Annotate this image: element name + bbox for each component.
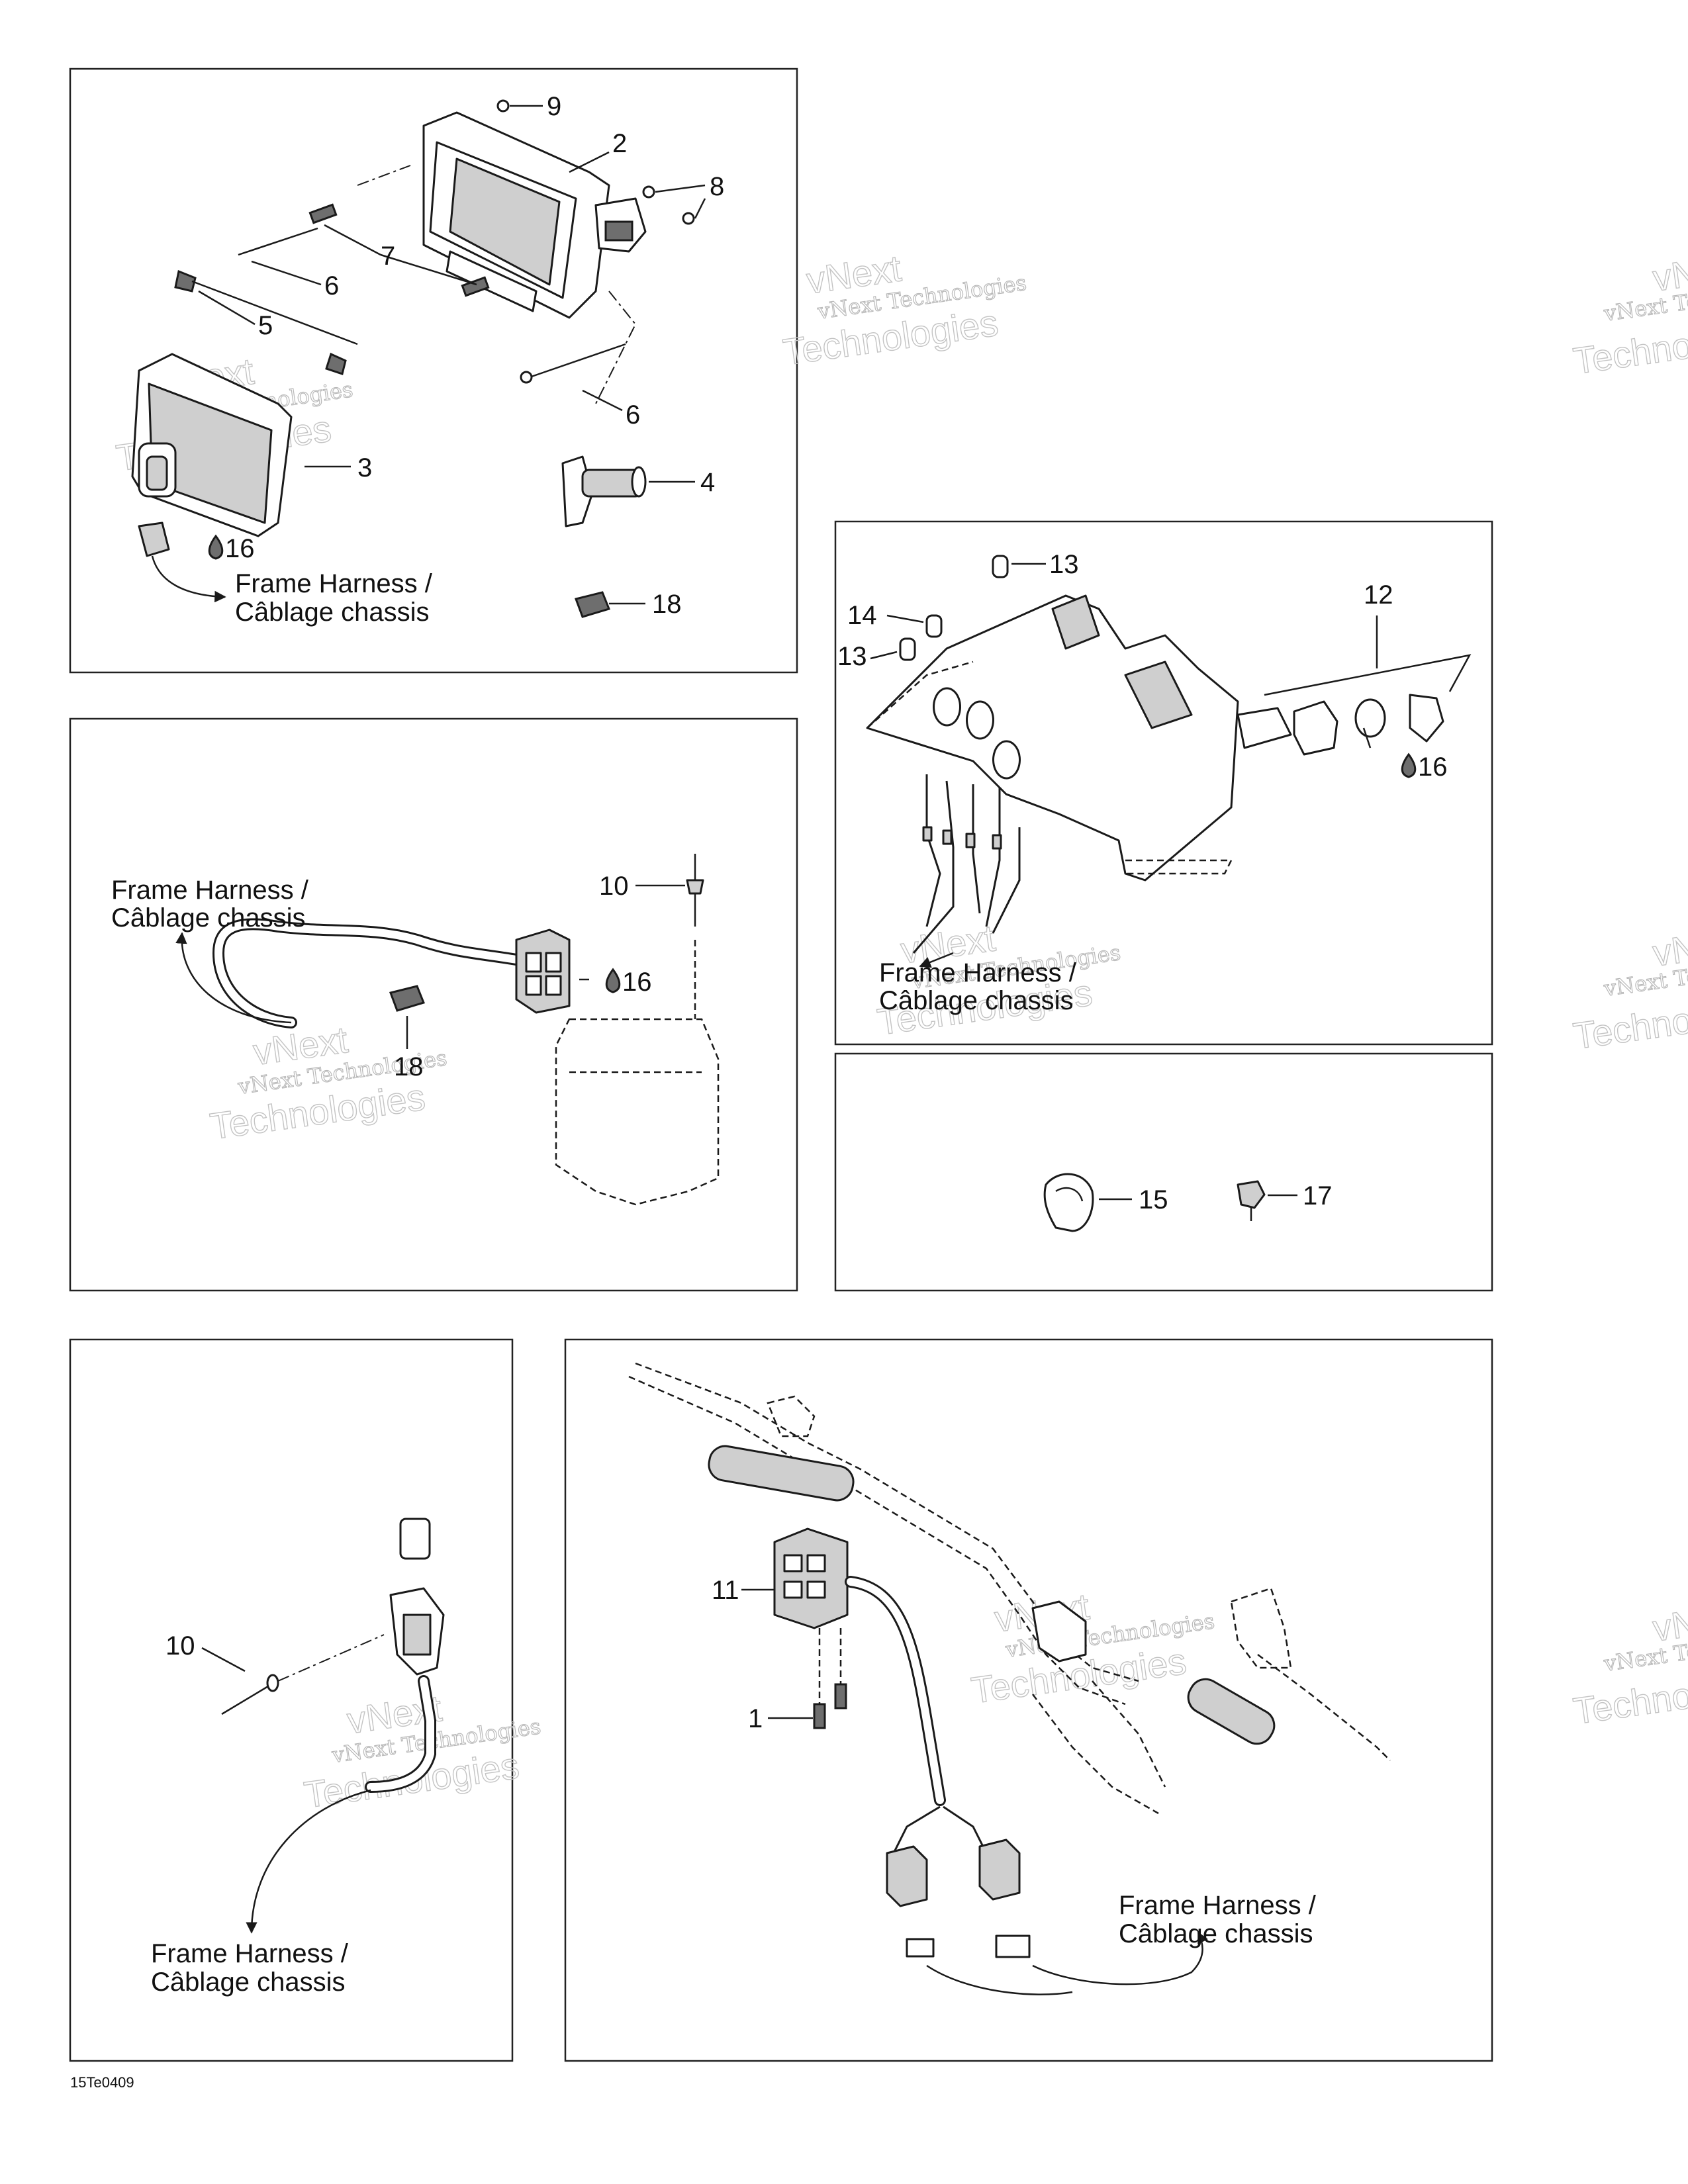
reference-code: 15Te0409	[70, 2074, 134, 2091]
callout-18: 18	[652, 590, 682, 619]
panel-clips	[834, 1052, 1493, 1292]
watermark-partial-line1: vNext Tec	[1602, 287, 1688, 326]
bulb-caps	[899, 555, 1009, 661]
panel-headlight	[69, 68, 798, 674]
harness-label-line2: Câblage chassis	[235, 598, 430, 627]
bulb	[561, 455, 647, 527]
switch-cable	[845, 1576, 988, 1854]
leader-line	[201, 1647, 246, 1672]
switch-housing	[773, 1527, 849, 1629]
callout-16: 16	[1418, 752, 1448, 782]
connector-plug	[138, 522, 226, 603]
headlight-housing	[422, 111, 647, 319]
harness-arrow	[175, 932, 292, 1024]
watermark-group: vNext vNext Technologies Technologies vN…	[113, 247, 1217, 1817]
callout-6-lower: 6	[626, 400, 640, 430]
harness-tie	[686, 854, 704, 927]
clip	[389, 985, 426, 1012]
panel-handlebar-switch	[564, 1338, 1493, 2062]
watermark-partial-line1: vNext Tec	[1602, 1637, 1688, 1676]
callout-12: 12	[1364, 580, 1393, 610]
callout-10: 10	[599, 872, 629, 901]
adjust-screws	[174, 203, 626, 384]
assembly-line	[277, 1634, 385, 1682]
nut	[496, 99, 510, 113]
switch-wires	[912, 774, 1021, 968]
watermark-partial-line2: Techno	[1571, 324, 1688, 382]
watermark-partial-line1: vNext Tec	[1602, 962, 1688, 1001]
switch-connectors	[886, 1839, 1208, 1995]
callout-5: 5	[258, 311, 273, 340]
callout-13-upper: 13	[1049, 550, 1079, 579]
harness-label-line1: Frame Harness /	[111, 876, 309, 905]
dashboard-panel	[866, 594, 1292, 882]
panel-harness-connector	[69, 717, 798, 1292]
harness-label-line2: Câblage chassis	[1119, 1919, 1313, 1948]
panel-dashboard-switches	[834, 520, 1493, 1046]
washer	[682, 212, 695, 225]
harness-label-line1: Frame Harness /	[1119, 1891, 1317, 1920]
callout-1: 1	[748, 1704, 763, 1733]
tie-strap	[221, 1674, 279, 1715]
callout-16: 16	[622, 968, 652, 997]
bracket-12	[1264, 654, 1472, 696]
watermark-partial-top: vN	[1650, 1602, 1688, 1649]
cable-clip	[1043, 1173, 1094, 1232]
leader-lines	[198, 105, 706, 605]
callout-4: 4	[700, 468, 715, 497]
callout-14: 14	[847, 601, 877, 630]
harness-label-line1: Frame Harness /	[235, 569, 433, 598]
panel-fuse-holder	[69, 1338, 514, 2062]
assembly-line	[595, 291, 637, 404]
harness-label-line1: Frame Harness /	[879, 958, 1077, 987]
callout-7: 7	[381, 242, 395, 271]
harness-label-line2: Câblage chassis	[879, 986, 1074, 1015]
dashed-module	[555, 940, 720, 1206]
callout-17: 17	[1303, 1181, 1333, 1210]
harness-label-line2: Câblage chassis	[111, 903, 306, 933]
clip	[575, 591, 611, 618]
headlight-lens	[131, 353, 293, 537]
callout-18: 18	[394, 1052, 424, 1081]
callout-3: 3	[357, 453, 372, 482]
leader-line	[886, 614, 924, 623]
callout-8: 8	[710, 172, 724, 201]
callout-11: 11	[712, 1576, 739, 1605]
harness-label-line2: Câblage chassis	[151, 1968, 346, 1997]
callout-2: 2	[612, 129, 627, 158]
fuse-holder	[246, 1518, 445, 1934]
watermark-partial-line2: Techno	[1571, 1674, 1688, 1732]
washer	[642, 185, 655, 199]
drop-icon	[1401, 752, 1417, 778]
watermark-edge-group: vN vNext Tec Techno vN vNext Tec Techno …	[1570, 251, 1688, 1732]
callout-10: 10	[165, 1631, 195, 1661]
callout-15: 15	[1139, 1185, 1168, 1214]
callout-6-upper: 6	[324, 271, 339, 300]
leader-line	[870, 651, 898, 660]
push-rivet	[1237, 1180, 1266, 1221]
ignition-switch	[1293, 694, 1444, 756]
handlebar	[628, 1362, 1391, 1815]
callout-9: 9	[547, 92, 561, 121]
drop-icon	[208, 534, 224, 560]
assembly-line	[357, 165, 411, 186]
callout-16: 16	[225, 534, 255, 563]
watermark-partial-top: vN	[1650, 251, 1688, 299]
switch-screws	[813, 1628, 847, 1729]
watermark-partial-line2: Techno	[1571, 999, 1688, 1057]
harness-connector	[212, 918, 571, 1028]
callout-13-lower: 13	[837, 642, 867, 671]
drop-icon	[605, 968, 621, 993]
watermark-partial-top: vN	[1650, 927, 1688, 974]
harness-label-line1: Frame Harness /	[151, 1939, 349, 1968]
